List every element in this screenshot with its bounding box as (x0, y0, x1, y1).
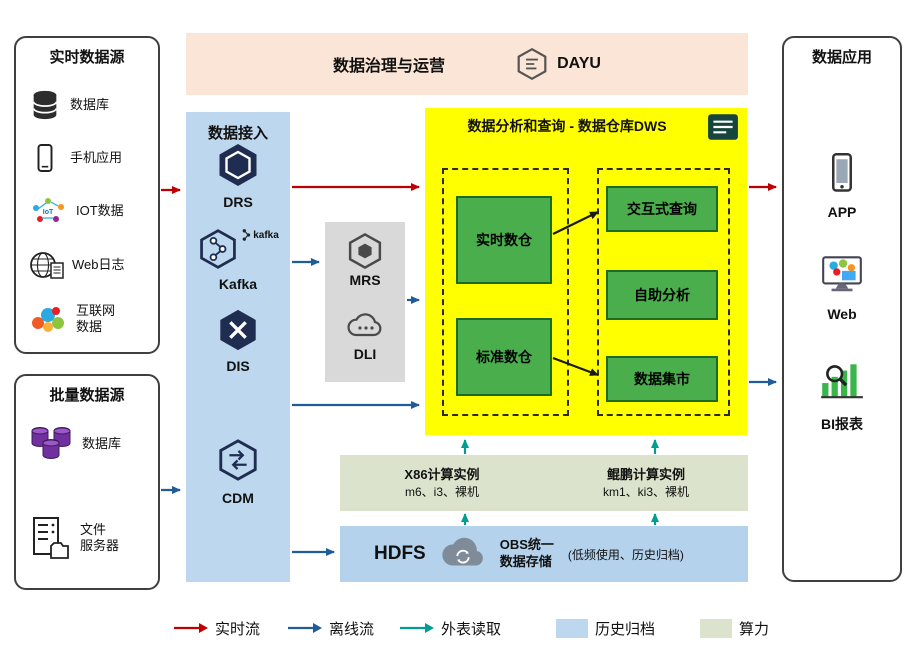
compute-swatch (700, 618, 732, 638)
dis-label: DIS (226, 358, 250, 374)
applications-title: 数据应用 (811, 49, 872, 66)
iot-icon: IoT (28, 196, 68, 226)
dws-warehouse-icon (707, 113, 739, 141)
kafka-icon: kafka (186, 228, 290, 270)
realtime-arrow-icon (174, 623, 208, 633)
obs-note: (低频使用、历史归档) (567, 547, 684, 562)
source-item-label: 互联网 数据 (76, 302, 116, 334)
module-realtime-warehouse: 实时数仓 (456, 196, 552, 284)
cdm-label: CDM (222, 490, 254, 506)
legend-external-read: 外表读取 (400, 614, 501, 642)
bi-report-icon (784, 360, 900, 402)
dli-icon (325, 310, 405, 340)
module-interactive-query: 交互式查询 (606, 186, 718, 232)
compute-box: X86计算实例 m6、i3、裸机 鲲鹏计算实例 km1、ki3、裸机 (340, 455, 748, 511)
ingestion-title: 数据接入 (207, 125, 268, 142)
file-server-icon (28, 515, 72, 561)
mrs-icon (325, 232, 405, 270)
kunpeng-compute: 鲲鹏计算实例 km1、ki3、裸机 (544, 455, 748, 511)
database-icon (28, 88, 62, 122)
kafka-wordmark: kafka (241, 228, 279, 242)
obs-label: OBS统一 数据存储 (499, 537, 554, 569)
kafka-label: Kafka (218, 276, 258, 292)
cdm-icon (186, 438, 290, 482)
source-item-database: 数据库 (28, 80, 109, 130)
dws-ingest-zone (442, 168, 569, 416)
mrs-label: MRS (349, 272, 381, 288)
drs-label: DRS (223, 194, 253, 210)
dis-icon (186, 308, 290, 352)
dayu-icon (515, 47, 549, 81)
external-read-arrow-icon (400, 623, 434, 633)
source-item-internet-data: 互联网 数据 (28, 292, 115, 346)
governance-title: 数据治理与运营 (333, 58, 446, 75)
legend-archive: 历史归档 (556, 614, 655, 642)
app-label: APP (827, 204, 857, 220)
batch-sources-title: 批量数据源 (49, 387, 125, 404)
internet-data-icon (28, 303, 68, 335)
archive-swatch (556, 618, 588, 638)
dws-box: 数据分析和查询 - 数据仓库DWS 实时数仓 标准数仓 交互式查询 自助分析 数… (425, 108, 747, 435)
source-item-file-server: 文件 服务器 (28, 506, 119, 570)
dli-label: DLI (353, 346, 377, 362)
svg-text:IoT: IoT (43, 209, 54, 216)
source-item-web-log: Web日志 (28, 240, 125, 290)
governance-bar: 数据治理与运营 DAYU (186, 33, 748, 95)
bi-label: BI报表 (821, 416, 863, 432)
processing-box: MRS DLI (325, 222, 405, 382)
source-item-label: 数据库 (82, 435, 122, 451)
realtime-sources-title: 实时数据源 (49, 49, 125, 66)
dws-serve-zone (597, 168, 730, 416)
storage-box: HDFS OBS统一 数据存储 (低频使用、历史归档) (340, 526, 748, 582)
legend-realtime: 实时流 (174, 614, 260, 642)
applications-panel: 数据应用 APP Web BI报表 (782, 36, 902, 582)
x86-compute: X86计算实例 m6、i3、裸机 (340, 455, 544, 511)
legend-compute-power: 算力 (700, 614, 769, 642)
realtime-sources-panel: 实时数据源 数据库 手机应用 IoT IOT数据 Web日志 (14, 36, 160, 354)
source-item-label: 数据库 (70, 96, 110, 112)
ingestion-column: 数据接入 DRS kafka Kafka DIS CDM (186, 112, 290, 582)
source-item-label: IOT数据 (76, 202, 124, 218)
dws-title: 数据分析和查询 - 数据仓库DWS (467, 118, 667, 134)
module-data-mart: 数据集市 (606, 356, 718, 402)
obs-cloud-icon (440, 537, 486, 571)
batch-sources-panel: 批量数据源 数据库 文件 服务器 (14, 374, 160, 590)
drs-icon (186, 142, 290, 188)
web-log-icon (28, 249, 64, 281)
dayu-label: DAYU (557, 55, 601, 72)
source-item-label: 文件 服务器 (80, 521, 120, 553)
source-item-label: 手机应用 (70, 149, 123, 165)
legend-offline: 离线流 (288, 614, 374, 642)
source-item-mobile-app: 手机应用 (28, 133, 122, 183)
module-standard-warehouse: 标准数仓 (456, 318, 552, 396)
offline-arrow-icon (288, 623, 322, 633)
module-self-service-analysis: 自助分析 (606, 270, 718, 320)
source-item-label: Web日志 (72, 256, 125, 272)
kunpeng-title: 鲲鹏计算实例 (606, 467, 685, 483)
web-monitor-icon (784, 254, 900, 294)
web-label: Web (827, 306, 857, 322)
hdfs-label: HDFS (374, 543, 426, 564)
app-phone-icon (784, 152, 900, 194)
dayu-brand: DAYU (515, 47, 601, 81)
source-item-batch-database: 数据库 (28, 416, 121, 472)
x86-title: X86计算实例 (404, 467, 480, 483)
phone-icon (28, 141, 62, 175)
purple-database-icon (28, 423, 74, 465)
source-item-iot: IoT IOT数据 (28, 186, 124, 236)
kafka-logo-glyph (242, 229, 251, 241)
x86-spec: m6、i3、裸机 (404, 484, 479, 499)
kunpeng-spec: km1、ki3、裸机 (602, 484, 689, 499)
